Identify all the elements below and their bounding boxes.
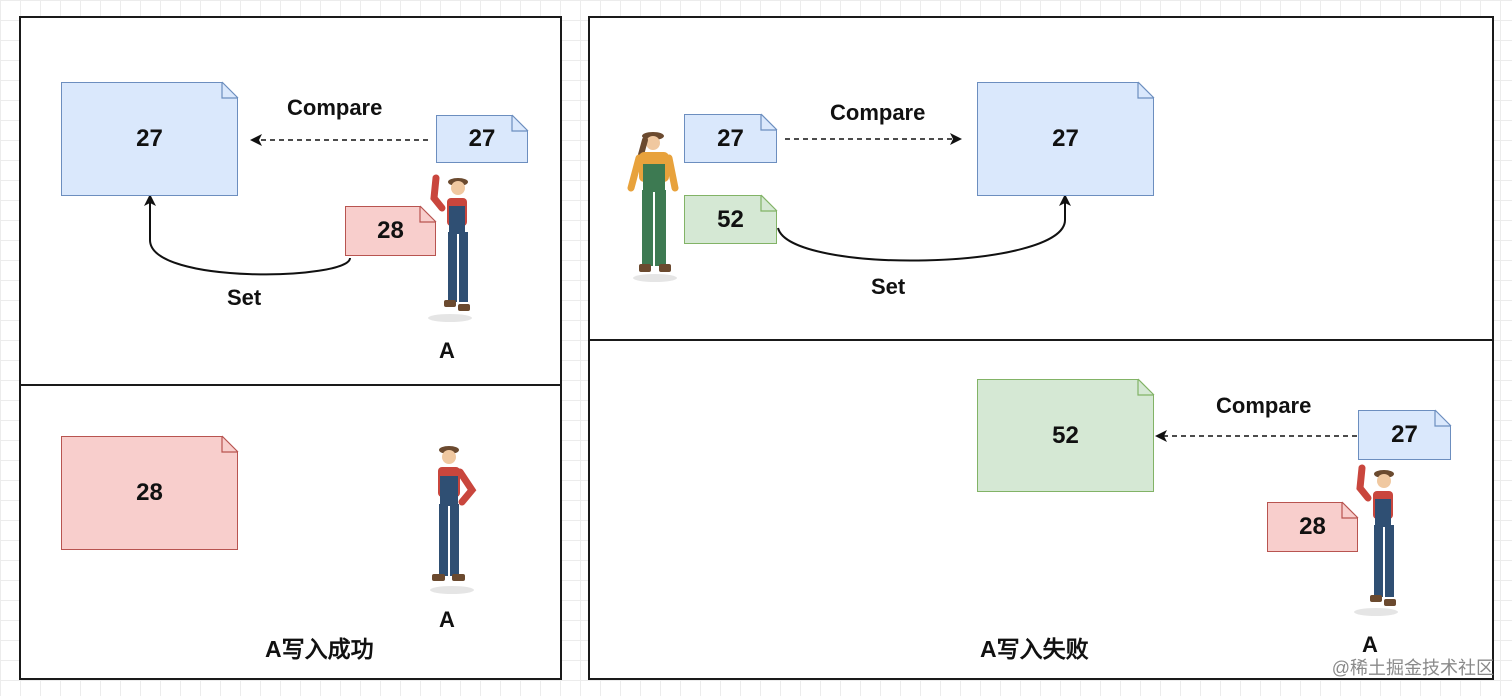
memory-value: 27 <box>136 125 163 152</box>
new-value: 52 <box>717 205 744 233</box>
watermark: @稀土掘金技术社区 <box>1331 658 1494 678</box>
expected-value: 27 <box>717 124 744 152</box>
expected-value: 27 <box>468 125 496 152</box>
farmer-b-icon <box>627 132 679 282</box>
right-panel-divider <box>588 339 1494 341</box>
expected-value: 27 <box>1391 421 1418 448</box>
memory-note: 52 <box>977 379 1154 492</box>
compare-label: Compare <box>1216 393 1312 418</box>
actor-label: A <box>439 338 455 363</box>
memory-note: 28 <box>61 436 238 550</box>
set-arrow-right-top <box>777 194 1071 262</box>
set-label: Set <box>871 274 906 299</box>
actor-label: A <box>439 607 455 632</box>
memory-value: 28 <box>136 479 163 506</box>
new-value-note: 28 <box>345 206 436 256</box>
memory-note: 27 <box>61 82 238 196</box>
new-value: 28 <box>1299 513 1326 540</box>
actor-label: A <box>1362 632 1378 657</box>
expected-note: 27 <box>436 115 528 163</box>
compare-label: Compare <box>830 100 926 125</box>
set-arrow-left-top <box>144 194 351 276</box>
result-caption: A写入失败 <box>980 636 1089 662</box>
result-caption: A写入成功 <box>265 636 374 662</box>
memory-note: 27 <box>977 82 1154 196</box>
memory-value: 27 <box>1052 125 1079 152</box>
left-panel-divider <box>19 384 562 386</box>
new-value-note: 28 <box>1267 502 1358 552</box>
memory-value: 52 <box>1052 421 1079 449</box>
farmer-a-icon <box>430 446 477 594</box>
farmer-a-icon <box>1354 464 1398 616</box>
expected-note: 27 <box>1358 410 1451 460</box>
compare-label: Compare <box>287 95 383 120</box>
set-label: Set <box>227 285 262 310</box>
new-value: 28 <box>377 217 404 244</box>
farmer-a-icon <box>428 174 472 322</box>
